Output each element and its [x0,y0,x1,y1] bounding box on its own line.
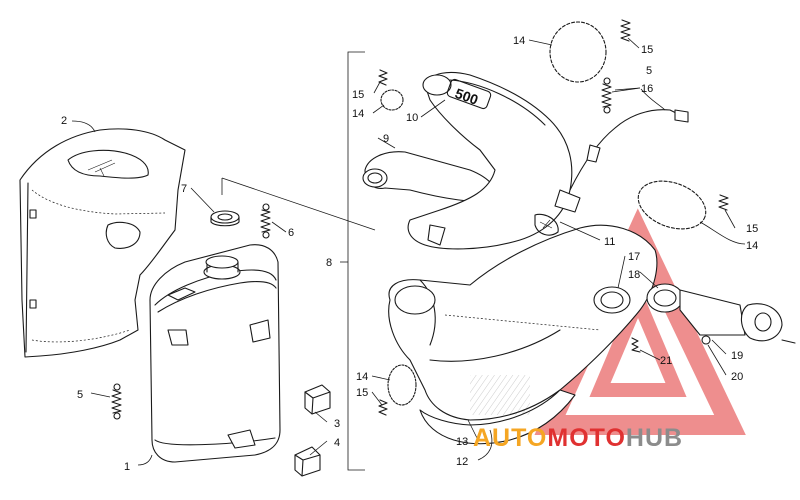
band-clamp-top [549,21,607,83]
callout-15-right: 15 [746,223,758,235]
band-clamp-bottom [387,364,417,406]
rubber-mount-3 [304,384,331,415]
callout-14-right: 14 [746,240,758,252]
callout-3: 3 [334,418,340,430]
callout-14-top: 14 [513,35,525,47]
callout-9: 9 [383,133,389,145]
callout-5-left: 5 [77,389,83,401]
callout-4: 4 [334,437,340,449]
heat-shield [19,128,186,358]
callout-14-mid: 14 [352,108,364,120]
callout-1: 1 [124,461,130,473]
callout-13: 13 [456,436,468,448]
expansion-chamber: 500 [407,71,573,250]
spring-15-bottom [378,399,388,416]
exhaust-sensor [569,109,689,191]
spring-5-right [601,77,612,114]
spring-15-top [620,19,631,42]
spring-6 [260,203,271,239]
callout-7: 7 [181,183,187,195]
band-clamp-right [637,180,707,230]
spring-15-mid [378,69,388,86]
assembly-bracket-8 [221,51,376,471]
callout-15-bottom: 15 [356,387,368,399]
callout-labels: 1 2 3 4 5 5 6 7 8 9 10 11 12 13 14 14 14… [61,35,758,473]
spring-15-right [718,194,729,211]
leader-lines [71,37,746,466]
muffler-canister [149,244,281,463]
callout-12: 12 [456,456,468,468]
callout-6: 6 [288,227,294,239]
grommet [210,210,240,227]
band-clamp-mid [380,89,404,111]
callout-15-top: 15 [641,44,653,56]
callout-17: 17 [628,251,640,263]
seal-ring-17 [593,286,631,314]
nut-20 [701,335,711,345]
callout-20: 20 [731,371,743,383]
spring-21 [631,337,641,353]
callout-16: 16 [641,83,653,95]
callout-14-bottom: 14 [356,371,368,383]
callout-19: 19 [731,350,743,362]
callout-5-right: 5 [646,65,652,77]
watermark-part-auto: AUTO [473,424,547,452]
rubber-mount-4 [294,446,321,477]
callout-8: 8 [326,257,332,269]
exhaust-main-body [388,189,658,445]
callout-11: 11 [604,236,615,248]
callout-21: 21 [660,355,672,367]
svg-text:AUTOMOTOHUB: AUTOMOTOHUB [473,424,683,452]
callout-10: 10 [406,112,418,124]
seal-ring-18 [646,283,684,313]
callout-15-mid: 15 [352,89,364,101]
watermark-part-moto: MOTO [547,424,626,452]
spring-5-left [111,383,122,420]
watermark-text: AUTOMOTOHUB [473,424,683,452]
callout-18: 18 [628,269,640,281]
callout-2: 2 [61,115,67,127]
watermark-part-hub: HUB [626,424,683,452]
exhaust-flange [679,289,796,344]
muffler-emboss-text: 500 [453,85,481,108]
